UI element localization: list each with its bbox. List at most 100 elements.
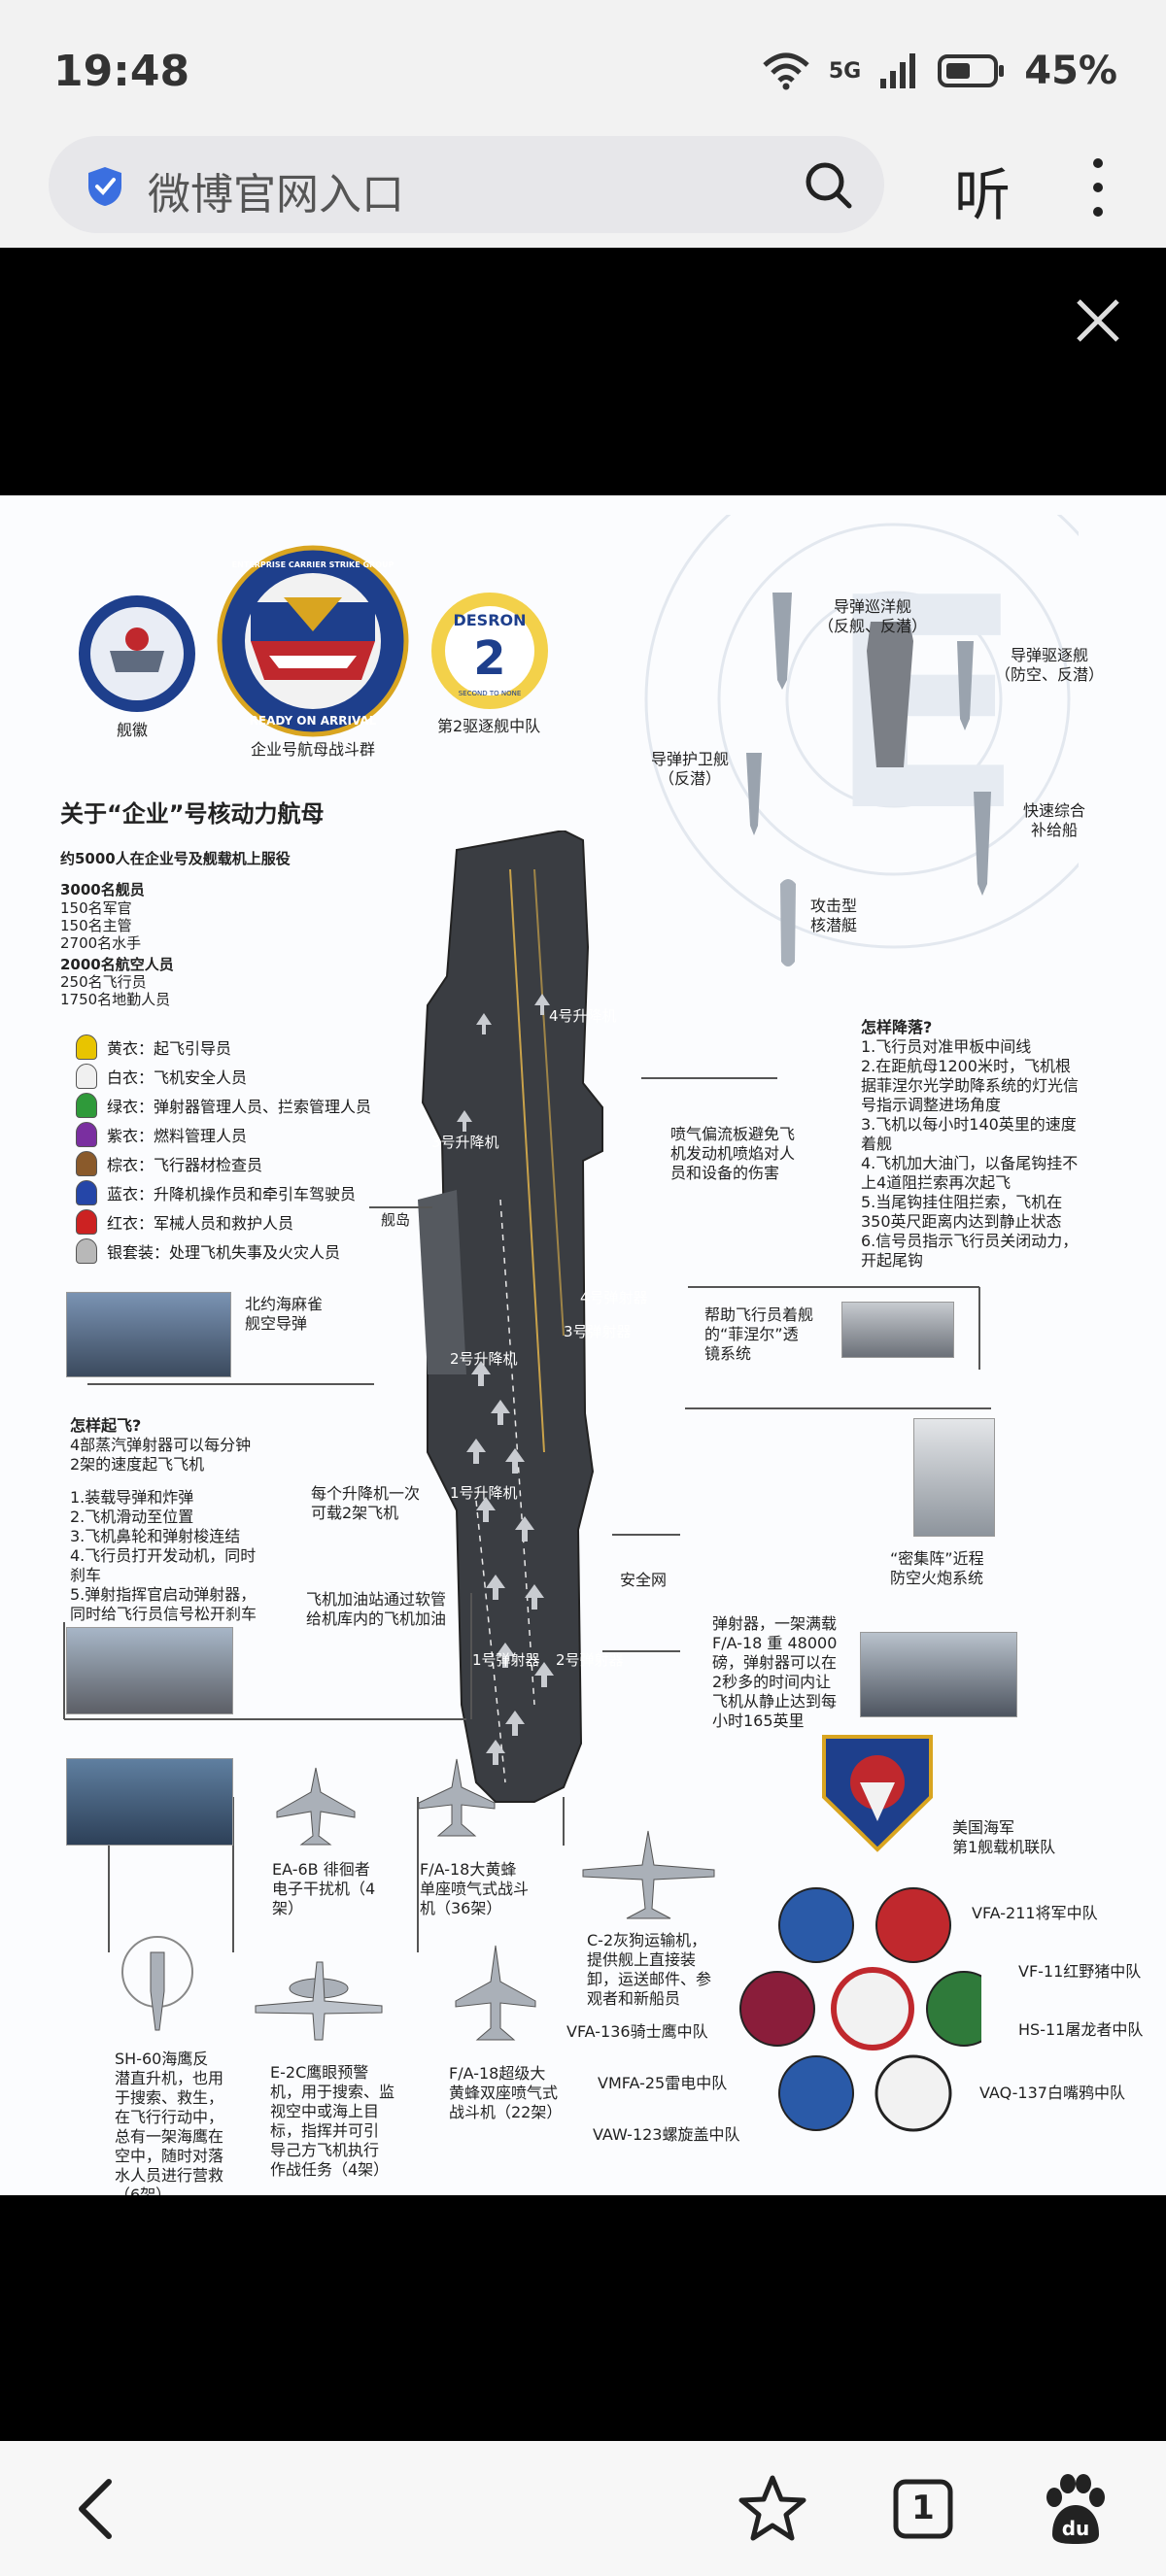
uniform-figure-icon [76,1151,97,1176]
desron-motto: SECOND TO NONE [459,690,522,697]
uniform-item: 棕衣：飞行器材检查员 [76,1151,262,1178]
signal-icon [880,53,916,88]
note-elevator-capacity: 每个升降机一次可载2架飞机 [311,1484,421,1522]
crew-lines: 150名军官 150名主管 2700名水手 [60,899,142,952]
note-refuel: 飞机加油站通过软管给机库内的飞机加油 [306,1590,447,1628]
listen-button[interactable]: 听 [954,162,1012,228]
takeoff-photo [66,1627,233,1714]
uniform-figure-icon [76,1180,97,1205]
landing-steps: 1.飞行员对准甲板中间线 2.在距航母1200米时，飞机根 据菲涅尔光学助降系统… [861,1037,1080,1270]
uniform-item: 银套装：处理飞机失事及火灾人员 [76,1238,340,1266]
url-text[interactable]: 微博官网入口 [148,170,404,220]
network-type: 5G [828,58,862,84]
bookmark-star-icon[interactable] [734,2470,811,2548]
uniform-label: 棕衣：飞行器材检查员 [107,1156,263,1174]
browser-toolbar: 微博官网入口 听 [0,126,1166,248]
fresnel-photo [841,1302,954,1358]
uniform-figure-icon [76,1238,97,1264]
aircraft-e2c: E-2C鹰眼预警 机，用于搜索、监 视空中或海上目 标，指挥并可引 导己方飞机执… [270,2063,395,2179]
uniform-label: 黄衣：起飞引导员 [107,1039,232,1058]
catapult-photo [860,1632,1017,1717]
supply-shape [974,792,991,896]
aircraft-fa18f: F/A-18超级大 黄蜂双座喷气式 战斗机（22架） [449,2064,563,2121]
air-wing-caption: 美国海军第1舰载机联队 [952,1818,1056,1856]
submarine-shape [780,879,796,966]
strike-group-motto: READY ON ARRIVAL [250,714,377,728]
uniform-item: 蓝衣：升降机操作员和牵引车驾驶员 [76,1180,356,1207]
fa18-aircraft-icon [418,1758,496,1837]
url-bar[interactable]: 微博官网入口 [49,136,884,233]
more-options-icon[interactable] [1079,153,1117,221]
fa18f-aircraft-icon [455,1945,536,2041]
status-icons: 5G 45% [761,49,1117,93]
deck-elevator3: 3号升降机 [431,1134,499,1151]
uniform-label: 紫衣：燃料管理人员 [107,1127,248,1145]
uniform-item: 紫衣：燃料管理人员 [76,1122,247,1149]
squadron-vfa136: VFA-136骑士鹰中队 [566,2022,708,2041]
sh60-photo [66,1758,233,1846]
tabs-button[interactable]: 1 [884,2470,962,2548]
deck-elevator1: 1号升降机 [450,1484,518,1502]
caption-strike-group: 企业号航母战斗群 [251,740,376,759]
aircraft-sh60: SH-60海鹰反 潜直升机，也用 于搜索、救生， 在飞行行动中， 总有一架海鹰在… [115,2050,224,2195]
air-lines: 250名飞行员 1750名地勤人员 [60,973,171,1008]
deck-elevator2: 2号升降机 [450,1350,518,1368]
personnel-total: 约5000人在企业号及舰载机上服役 [60,850,291,867]
label-cruiser: 导弹巡洋舰（反舰、反潜） [817,597,927,635]
squadron-vaq137: VAQ-137白嘴鸦中队 [979,2084,1125,2102]
desron-text: DESRON [453,611,526,629]
deck-island-label: 舰岛 [381,1211,411,1229]
note-phalanx: “密集阵”近程防空火炮系统 [890,1549,984,1587]
page-heading: 关于“企业”号核动力航母 [60,800,325,828]
squadron-vf11: VF-11红野猪中队 [1018,1962,1142,1981]
tab-count: 1 [911,2489,935,2527]
battery-percent: 45% [1024,49,1117,93]
frigate-shape [746,753,762,835]
desron-number: 2 [473,631,505,686]
takeoff-title: 怎样起飞? [70,1416,142,1435]
strike-group-ring-text: ENTERPRISE CARRIER STRIKE GROUP [232,560,394,569]
deck-catapult2: 2号弹射器 [556,1651,624,1669]
uniform-item: 白衣：飞机安全人员 [76,1064,247,1091]
close-icon[interactable] [1069,291,1127,350]
uniform-label: 白衣：飞机安全人员 [107,1068,248,1087]
destroyer-shape [957,641,974,730]
label-frigate: 导弹护卫舰（反潜） [650,750,729,788]
formation-diagram: E [644,515,1079,966]
desron-logo: DESRON 2 SECOND TO NONE [431,593,548,709]
cruiser-shape [772,593,792,690]
label-supply: 快速综合补给船 [1022,801,1085,839]
uniform-item: 红衣：军械人员和救护人员 [76,1209,293,1237]
uniform-figure-icon [76,1209,97,1235]
search-icon[interactable] [801,157,855,212]
deck-catapult4: 4号弹射器 [580,1289,648,1306]
c2-aircraft-icon [582,1830,715,1919]
baidu-label: du [1061,2517,1090,2540]
note-safety-net: 安全网 [620,1571,668,1589]
squadron-vmfa25: VMFA-25雷电中队 [598,2074,728,2092]
uniform-figure-icon [76,1122,97,1147]
note-catapult-info: 弹射器，一架满载 F/A-18 重 48000 磅，弹射器可以在 2秒多的时间内… [712,1614,838,1730]
uniform-item: 绿衣：弹射器管理人员、拦索管理人员 [76,1093,371,1120]
back-icon[interactable] [60,2470,138,2548]
takeoff-steps: 1.装载导弹和炸弹 2.飞机滑动至位置 3.飞机鼻轮和弹射梭连结 4.飞行员打开… [70,1488,257,1623]
label-submarine: 攻击型核潜艇 [809,897,857,934]
carrier-infographic[interactable]: E 导弹巡洋舰（反舰、反潜） 导弹驱逐舰（防空、反潜） 导弹护卫舰（反潜） 快速… [0,495,1166,2195]
status-time: 19:48 [53,47,190,96]
mini-carrier [867,622,913,767]
bottom-nav-bar: 1 du [0,2441,1166,2576]
note-sea-sparrow: 北约海麻雀舰空导弹 [245,1295,324,1333]
landing-title: 怎样降落? [861,1018,933,1036]
squadron-vfa211: VFA-211将军中队 [972,1904,1098,1922]
baidu-button[interactable]: du [1035,2470,1113,2548]
tabs-icon [893,2479,953,2539]
aircraft-ea6b: EA-6B 徘徊者 电子干扰机（4 架） [272,1860,376,1917]
uniform-item: 黄衣：起飞引导员 [76,1034,231,1062]
strike-group-logo: ENTERPRISE CARRIER STRIKE GROUP READY ON… [217,545,409,737]
carrier-deck [418,830,603,1803]
battery-icon [938,54,1005,87]
air-wing-emblem [822,1735,933,1852]
callout-lines [63,1077,991,1952]
ea6b-aircraft-icon [276,1767,356,1846]
uniform-figure-icon [76,1034,97,1060]
